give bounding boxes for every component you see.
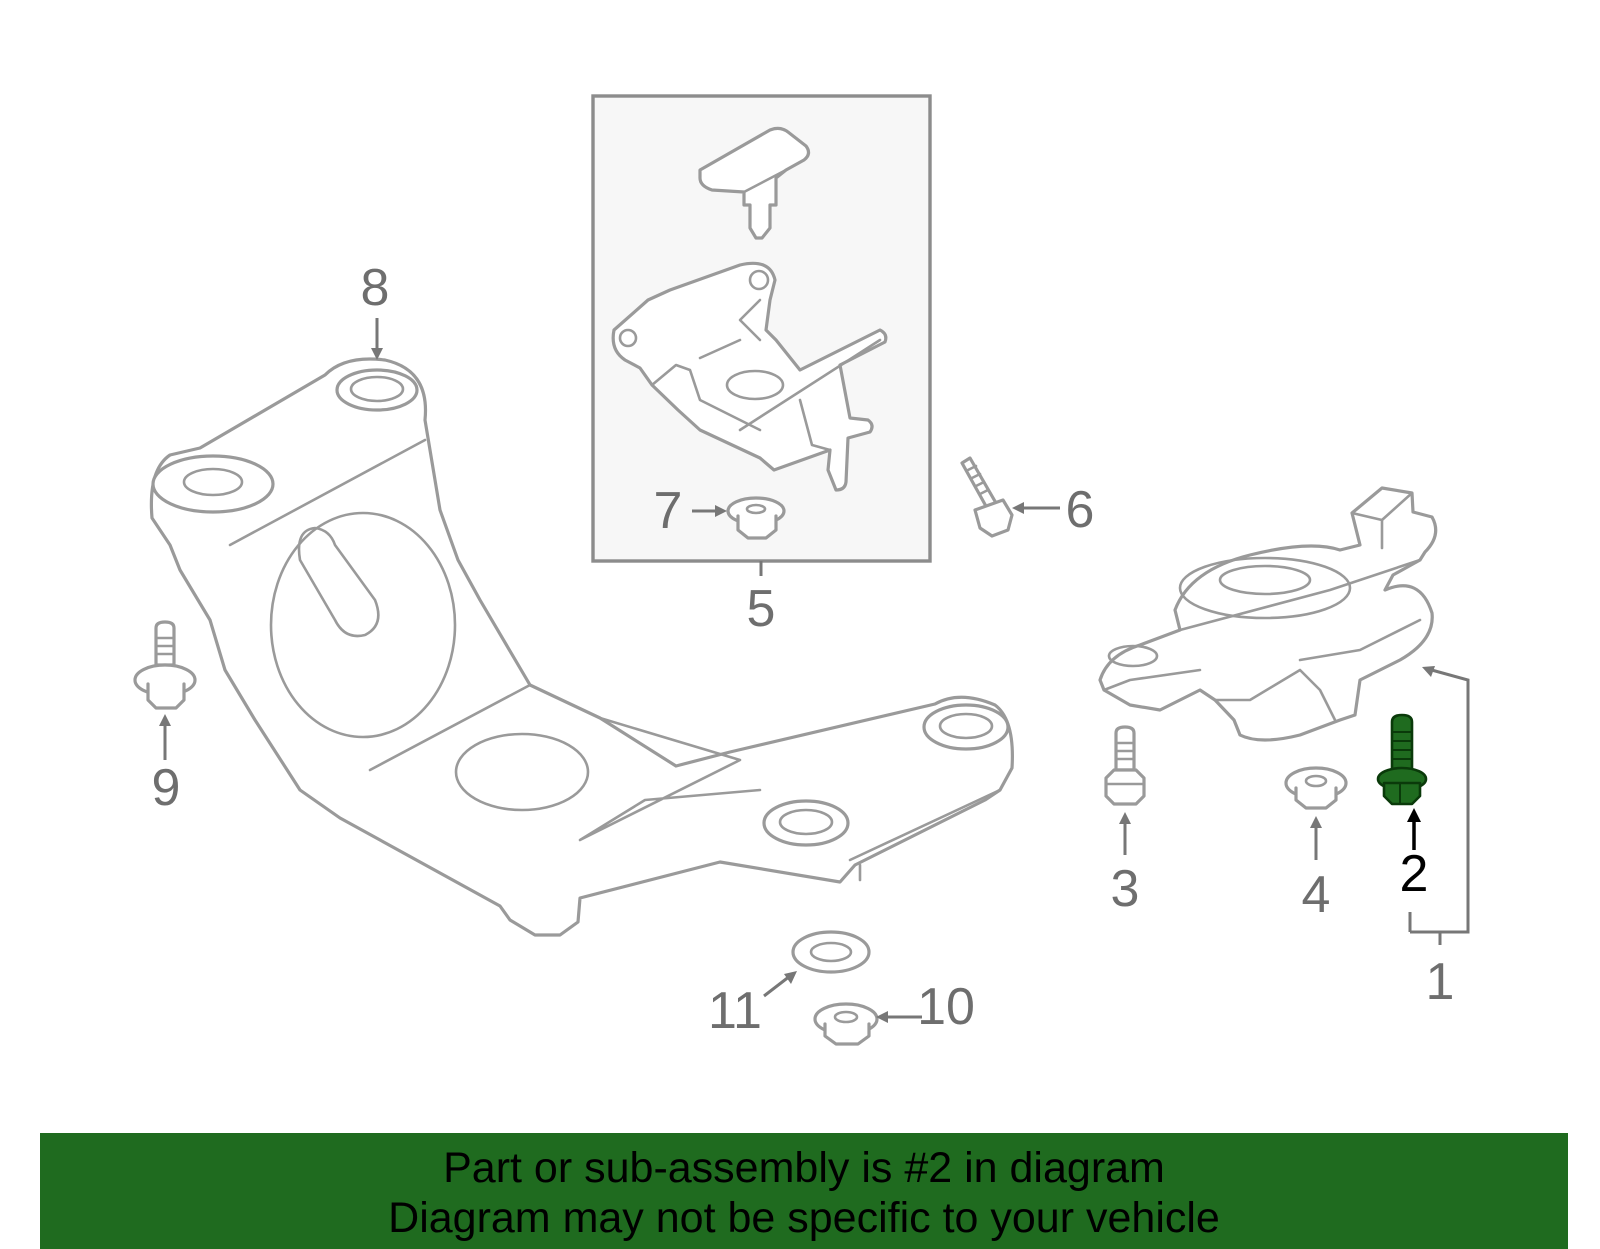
callout-8: 8 [361, 259, 390, 317]
mount-stopper-part [698, 126, 811, 240]
bolt-6-part [960, 456, 1060, 538]
banner-line-1: Part or sub-assembly is #2 in diagram [443, 1144, 1165, 1192]
callout-11: 11 [708, 982, 762, 1040]
nut-4-part [1284, 766, 1348, 860]
nut-10-part [813, 1002, 922, 1046]
callout-3: 3 [1111, 860, 1140, 918]
callout-7: 7 [654, 482, 683, 540]
callout-10: 10 [917, 978, 975, 1036]
banner-line-2: Diagram may not be specific to your vehi… [388, 1194, 1220, 1242]
callout-4: 4 [1302, 866, 1331, 924]
bolt-9-part [133, 620, 197, 760]
nut-7-part [692, 496, 786, 540]
callout-5: 5 [747, 580, 776, 638]
callout-6: 6 [1066, 481, 1095, 539]
bolt-2-highlighted-part [1376, 713, 1428, 850]
callout-2: 2 [1400, 845, 1429, 903]
callout-1: 1 [1426, 953, 1455, 1011]
crossmember-part [149, 318, 1014, 937]
callout-9: 9 [152, 759, 181, 817]
washer-11-part [763, 930, 871, 998]
transmission-mount-part [1098, 486, 1470, 945]
bolt-3-part [1104, 725, 1146, 855]
mount-bracket-part [611, 261, 888, 492]
info-banner: Part or sub-assembly is #2 in diagram Di… [40, 1133, 1568, 1249]
